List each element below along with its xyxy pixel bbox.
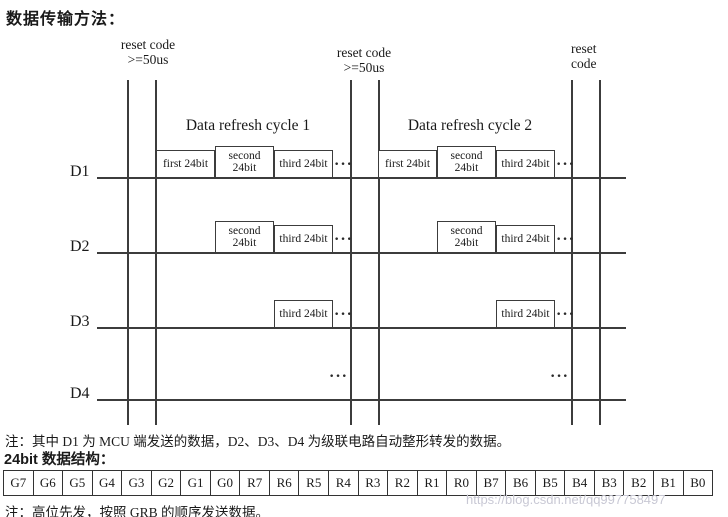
bit-cell: G5 (63, 471, 93, 495)
data-frame-box-third: third 24bit (274, 150, 333, 178)
reset-code-label: reset code >=50us (98, 37, 198, 67)
bit-cell: B3 (595, 471, 625, 495)
data-frame-box-third: third 24bit (274, 225, 333, 253)
signal-label-d4: D4 (70, 385, 90, 402)
signal-label-d3: D3 (70, 313, 90, 330)
data-frame-box-third: third 24bit (496, 225, 555, 253)
ellipsis: ··· (334, 156, 354, 173)
bit-cell: R3 (359, 471, 389, 495)
bit-cell: R7 (240, 471, 270, 495)
bit-cell: R4 (329, 471, 359, 495)
signal-line-d2 (97, 252, 626, 254)
ellipsis: ··· (556, 231, 576, 248)
bit-cell: B2 (624, 471, 655, 495)
data-frame-box-third: third 24bit (496, 300, 555, 328)
bit-cell: B6 (506, 471, 536, 495)
ellipsis: ··· (556, 156, 576, 173)
reset-code-label-line1: reset code (120, 37, 176, 52)
box-label: 24bit (454, 237, 479, 249)
page-title: 数据传输方法： (6, 11, 126, 28)
box-label: third 24bit (501, 157, 550, 170)
bit-cell: G0 (211, 471, 241, 495)
bit-cell: G2 (152, 471, 182, 495)
data-frame-box-second: second 24bit (437, 146, 496, 178)
box-label: first 24bit (384, 157, 431, 170)
box-label: second (228, 149, 261, 162)
box-label: second (228, 224, 261, 237)
reset-code-label: reset code >=50us (314, 45, 414, 75)
bit-cell: B0 (690, 475, 706, 490)
box-label: second (450, 149, 483, 162)
bit-cell: R0 (447, 471, 477, 495)
ellipsis: ··· (550, 368, 570, 385)
bit-cell: R1 (418, 471, 448, 495)
box-label: first 24bit (162, 157, 209, 170)
reset-code-label: reset code (571, 41, 631, 71)
data-frame-box-second: second 24bit (215, 221, 274, 253)
data-frame-box-first: first 24bit (156, 150, 215, 178)
data-refresh-cycle-1-label: Data refresh cycle 1 (185, 117, 311, 134)
bit-cell: G1 (181, 471, 211, 495)
data-frame-box-second: second 24bit (215, 146, 274, 178)
bit-cell: B4 (565, 471, 595, 495)
box-label: third 24bit (501, 307, 550, 320)
ellipsis: ··· (556, 306, 576, 323)
box-label: 24bit (232, 162, 257, 174)
bit-cell: G7 (4, 471, 34, 495)
data-frame-box-third: third 24bit (274, 300, 333, 328)
box-label: third 24bit (279, 232, 328, 245)
reset-code-label-line2: code (571, 56, 597, 71)
box-label: 24bit (232, 237, 257, 249)
signal-label-d2: D2 (70, 238, 90, 255)
box-label: third 24bit (279, 307, 328, 320)
data-refresh-cycle-2-label: Data refresh cycle 2 (407, 117, 533, 134)
signal-label-d1: D1 (70, 163, 90, 180)
box-label: second (450, 224, 483, 237)
bit-cell: R2 (388, 471, 418, 495)
bit-cell: B5 (536, 471, 566, 495)
reset-code-label-line2: >=50us (343, 60, 385, 75)
box-label: third 24bit (501, 232, 550, 245)
ellipsis: ··· (334, 306, 354, 323)
watermark-url: https://blog.csdn.net/qq997758497 (466, 492, 666, 507)
box-label: third 24bit (279, 157, 328, 170)
bit-cell: R6 (270, 471, 300, 495)
note-grb-order: 注：高位先发，按照 GRB 的顺序发送数据。 (5, 505, 270, 517)
section-title-24bit-structure: 24bit 数据结构： (4, 452, 115, 468)
bit-cell: G3 (122, 471, 152, 495)
data-frame-box-second: second 24bit (437, 221, 496, 253)
data-frame-box-third: third 24bit (496, 150, 555, 178)
signal-line-d4 (97, 399, 626, 401)
box-label: 24bit (454, 162, 479, 174)
ellipsis: ··· (329, 368, 349, 385)
note-d1-mcu: 注：其中 D1 为 MCU 端发送的数据，D2、D3、D4 为级联电路自动整形转… (5, 434, 511, 449)
bit-cell: G6 (34, 471, 64, 495)
signal-line-d3 (97, 327, 626, 329)
bit-cell: B7 (477, 471, 507, 495)
bit-cell: B1 (654, 471, 684, 495)
bit-cell: R5 (299, 471, 330, 495)
reset-code-label-line2: >=50us (127, 52, 169, 67)
bit-cell: G4 (93, 471, 123, 495)
signal-line-d1 (97, 177, 626, 179)
reset-code-label-line1: reset (571, 41, 597, 56)
data-frame-box-first: first 24bit (378, 150, 437, 178)
reset-code-label-line1: reset code (336, 45, 392, 60)
ellipsis: ··· (334, 231, 354, 248)
